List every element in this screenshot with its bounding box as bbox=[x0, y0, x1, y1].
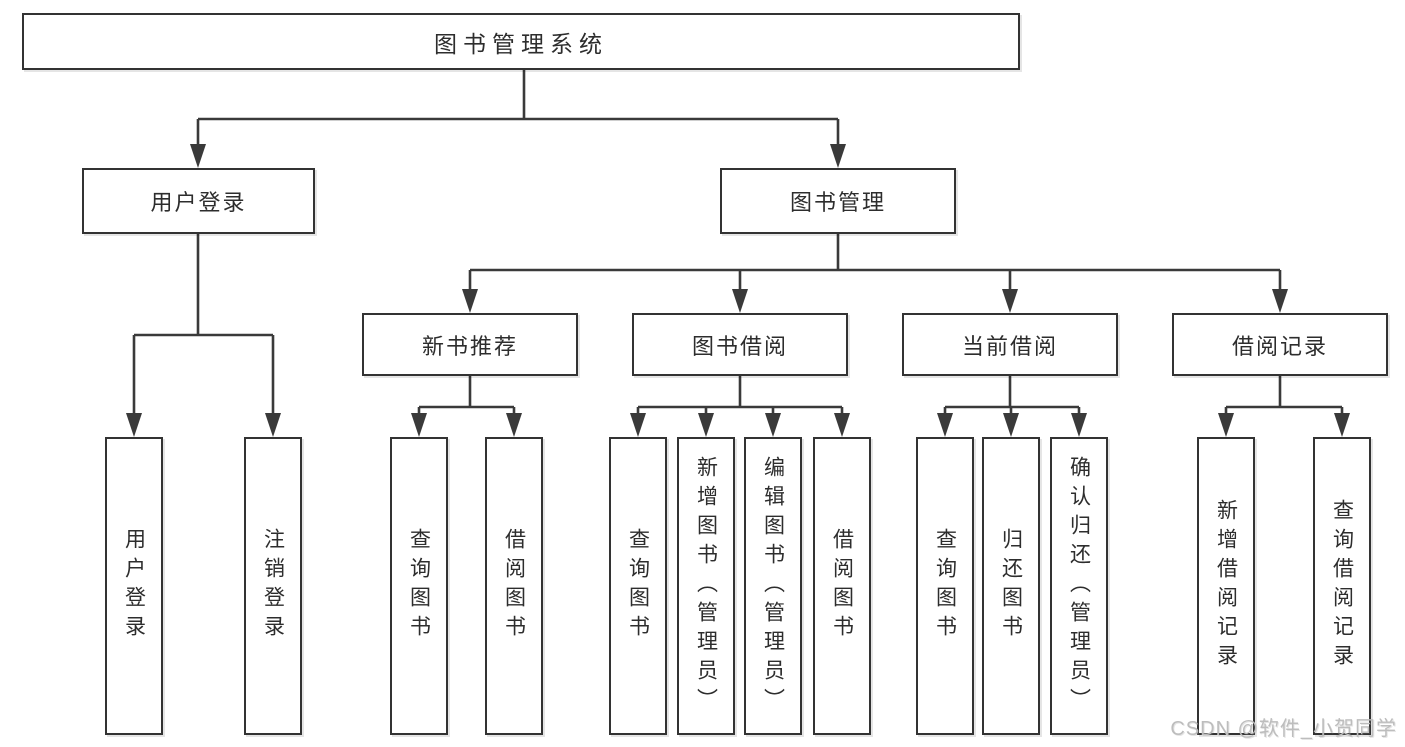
node-new-book-recommendation-label: 新书推荐 bbox=[421, 333, 518, 359]
node-borrowing-records: 借阅记录 bbox=[1172, 313, 1388, 376]
arrow-down-icon bbox=[937, 413, 953, 437]
leaf-recommend-borrow-books: 借阅图书 bbox=[485, 437, 543, 735]
arrow-down-icon bbox=[1003, 413, 1019, 437]
arrow-down-icon bbox=[265, 413, 281, 437]
connector-new-book-recommendation bbox=[411, 376, 522, 437]
leaf-logout: 注销登录 bbox=[244, 437, 302, 735]
leaf-recommend-borrow-books-label: 借阅图书 bbox=[502, 528, 526, 644]
arrow-down-icon bbox=[190, 144, 206, 168]
node-current-borrowing-label: 当前借阅 bbox=[961, 333, 1058, 359]
connector-borrowing-records bbox=[1218, 376, 1350, 437]
leaf-current-confirm-return-admin: 确认归还（管理员） bbox=[1050, 437, 1108, 735]
csdn-watermark: CSDN @软件_小贺同学 bbox=[1170, 718, 1397, 740]
arrow-down-icon bbox=[411, 413, 427, 437]
arrow-down-icon bbox=[834, 413, 850, 437]
node-book-management: 图书管理 bbox=[720, 168, 956, 234]
arrow-down-icon bbox=[1272, 289, 1288, 313]
node-new-book-recommendation: 新书推荐 bbox=[362, 313, 578, 376]
connector-book-management-branch bbox=[462, 234, 1288, 313]
arrow-down-icon bbox=[698, 413, 714, 437]
leaf-borrowing-borrow-books-label: 借阅图书 bbox=[830, 528, 854, 644]
arrow-down-icon bbox=[732, 289, 748, 313]
leaf-borrowing-add-book-admin: 新增图书（管理员） bbox=[677, 437, 735, 735]
leaf-borrowing-query-books: 查询图书 bbox=[609, 437, 667, 735]
leaf-recommend-query-books-label: 查询图书 bbox=[407, 528, 431, 644]
leaf-logout-label: 注销登录 bbox=[261, 528, 285, 644]
leaf-recommend-query-books: 查询图书 bbox=[390, 437, 448, 735]
connector-root-to-level2 bbox=[190, 70, 846, 168]
node-borrowing-records-label: 借阅记录 bbox=[1231, 333, 1328, 359]
leaf-borrowing-borrow-books: 借阅图书 bbox=[813, 437, 871, 735]
leaf-current-return-books: 归还图书 bbox=[982, 437, 1040, 735]
arrow-down-icon bbox=[462, 289, 478, 313]
node-current-borrowing: 当前借阅 bbox=[902, 313, 1118, 376]
leaf-current-query-books: 查询图书 bbox=[916, 437, 974, 735]
node-library-system-label: 图书管理系统 bbox=[434, 30, 608, 57]
node-book-management-label: 图书管理 bbox=[789, 190, 886, 215]
connector-user-login-branch bbox=[126, 234, 281, 437]
node-user-login-branch: 用户登录 bbox=[82, 168, 315, 234]
leaf-borrowing-edit-book-admin: 编辑图书（管理员） bbox=[744, 437, 802, 735]
leaf-borrowing-query-books-label: 查询图书 bbox=[626, 528, 650, 644]
arrow-down-icon bbox=[1071, 413, 1087, 437]
leaf-user-login: 用户登录 bbox=[105, 437, 163, 735]
connector-book-borrowing bbox=[630, 376, 850, 437]
connector-current-borrowing bbox=[937, 376, 1087, 437]
node-user-login-branch-label: 用户登录 bbox=[150, 190, 247, 215]
leaf-user-login-label: 用户登录 bbox=[122, 528, 146, 644]
arrow-down-icon bbox=[1334, 413, 1350, 437]
arrow-down-icon bbox=[1002, 289, 1018, 313]
leaf-records-add-record-label: 新增借阅记录 bbox=[1214, 499, 1238, 673]
leaf-records-add-record: 新增借阅记录 bbox=[1197, 437, 1255, 735]
leaf-records-query-record-label: 查询借阅记录 bbox=[1330, 499, 1354, 673]
node-book-borrowing-label: 图书借阅 bbox=[691, 333, 788, 359]
node-library-system: 图书管理系统 bbox=[22, 13, 1020, 70]
leaf-borrowing-edit-book-admin-label: 编辑图书（管理员） bbox=[761, 455, 785, 717]
arrow-down-icon bbox=[765, 413, 781, 437]
leaf-current-query-books-label: 查询图书 bbox=[933, 528, 957, 644]
arrow-down-icon bbox=[126, 413, 142, 437]
leaf-borrowing-add-book-admin-label: 新增图书（管理员） bbox=[694, 455, 718, 717]
leaf-current-confirm-return-admin-label: 确认归还（管理员） bbox=[1067, 455, 1091, 717]
arrow-down-icon bbox=[506, 413, 522, 437]
arrow-down-icon bbox=[1218, 413, 1234, 437]
arrow-down-icon bbox=[830, 144, 846, 168]
leaf-current-return-books-label: 归还图书 bbox=[999, 528, 1023, 644]
leaf-records-query-record: 查询借阅记录 bbox=[1313, 437, 1371, 735]
node-book-borrowing: 图书借阅 bbox=[632, 313, 848, 376]
arrow-down-icon bbox=[630, 413, 646, 437]
